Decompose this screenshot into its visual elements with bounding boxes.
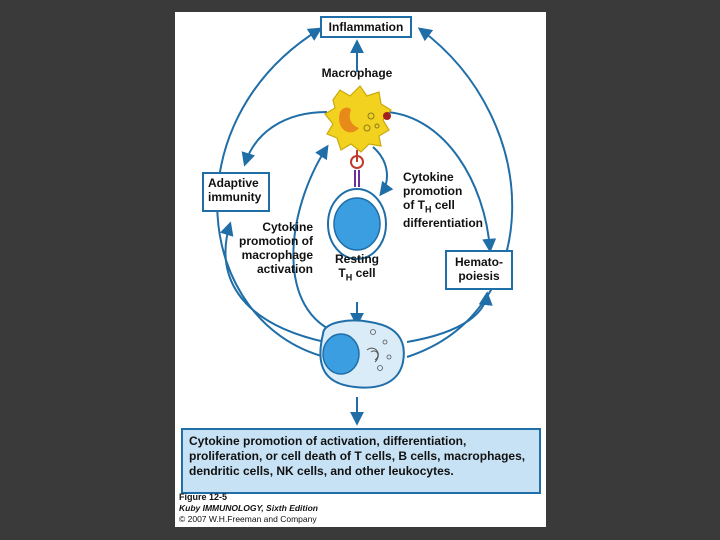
arrow-to-adaptive [219,221,326,343]
cytokine-macrophage-activation-label: Cytokine promotion of macrophage activat… [239,220,313,276]
figure-number: Figure 12-5 [179,492,228,502]
cytokine-th-line1: Cytokine [403,170,454,184]
book-title: Kuby IMMUNOLOGY, Sixth Edition [179,503,318,513]
copyright: © 2007 W.H.Freeman and Company [179,514,317,524]
cytokine-th-line4: differentiation [403,216,483,231]
resting-th-line1: Resting [334,252,379,266]
arrow-macrophage-to-hematopoiesis [386,111,497,253]
figure-caption: Figure 12-5 Kuby IMMUNOLOGY, Sixth Editi… [179,492,318,525]
receptor-complex [350,150,364,187]
inflammation-label: Inflammation [328,20,404,34]
arrow-to-hematopoiesis [406,291,493,343]
resting-th-line2: TH cell [338,266,376,283]
arrow-macrophage-to-adaptive [241,111,328,167]
leukocyte-effects-box: Cytokine promotion of activation, differ… [181,428,541,494]
inflammation-box: Inflammation [320,16,412,38]
figure-panel: Inflammation Macrophage Adaptive immunit… [175,12,546,527]
adaptive-immunity-box: Adaptive immunity [202,172,270,212]
arrow-th-differentiation [372,146,394,197]
resting-th-cell [327,188,387,260]
activated-th-cell [319,319,405,389]
arrow-right-outer [406,27,514,358]
cytokine-th-promotion-label: Cytokine promotion of TH cell differenti… [403,170,503,230]
cytokine-th-line3: of TH cell [403,198,455,215]
arrow-to-inflammation [216,27,326,358]
macrophage-label: Macrophage [321,66,393,80]
resting-th-label: Resting TH cell [325,252,389,284]
macrophage-cell [324,85,392,153]
arrow-macrophage-activation [292,144,341,335]
hematopoiesis-box: Hemato- poiesis [445,250,513,290]
cytokine-th-line2: promotion [403,184,463,198]
pathway-diagram [216,27,514,426]
